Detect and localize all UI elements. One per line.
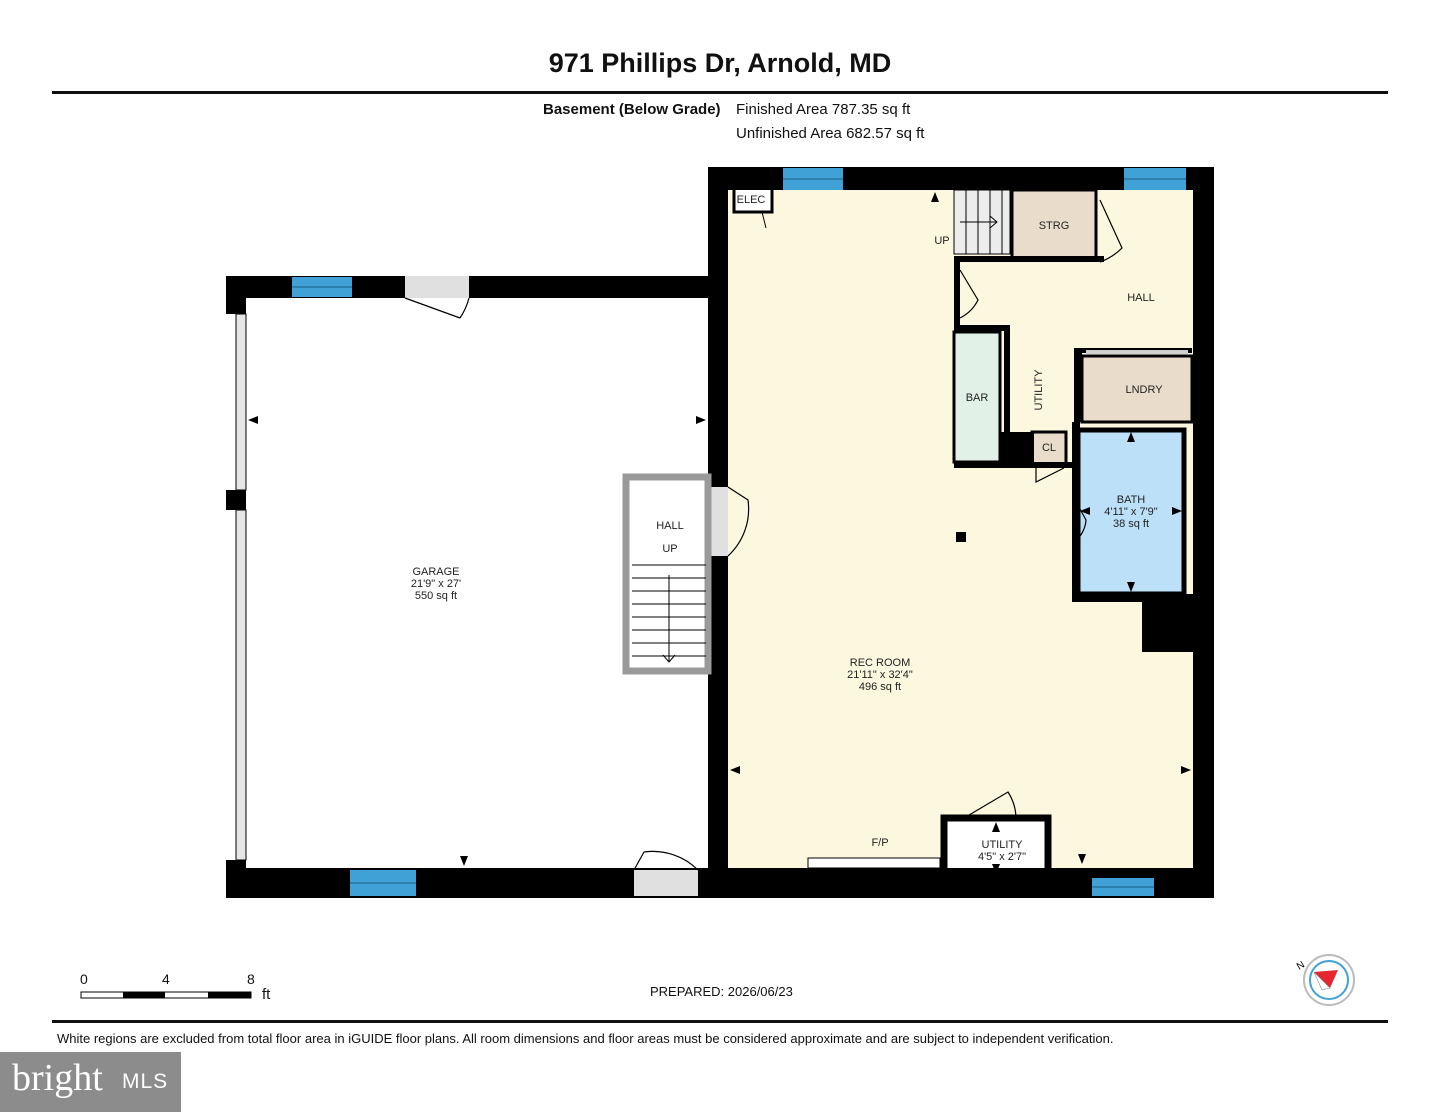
bath-name: BATH xyxy=(1117,494,1146,506)
logo-brand: bright xyxy=(12,1057,103,1099)
scale-tick-8: 8 xyxy=(247,971,255,987)
window-lines xyxy=(292,178,1186,888)
scale-unit: ft xyxy=(262,986,271,1003)
unfinished-area: Unfinished Area 682.57 sq ft xyxy=(736,125,925,142)
bath-area: 38 sq ft xyxy=(1113,518,1149,530)
garage-north-door xyxy=(405,276,469,298)
header-rule xyxy=(52,91,1388,94)
lndry-label: LNDRY xyxy=(1125,384,1163,396)
cl-door-swing xyxy=(1035,467,1065,483)
stair-treads-lower xyxy=(632,564,706,663)
elec-label: ELEC xyxy=(737,194,766,206)
footnote: White regions are excluded from total fl… xyxy=(57,1031,1114,1046)
fp-label: F/P xyxy=(871,837,888,849)
strg-label: STRG xyxy=(1039,220,1070,232)
garage-south-door-swing xyxy=(633,850,699,871)
hall-stair-label: HALL xyxy=(656,520,684,532)
garage-west-wall xyxy=(235,313,247,491)
garage-name: GARAGE xyxy=(412,566,459,578)
rec-room-dims: 21'11" x 32'4" xyxy=(847,669,913,681)
compass-icon xyxy=(1303,954,1355,1006)
laundry-bifold xyxy=(1086,350,1188,354)
utility-door-swing xyxy=(963,791,1017,819)
rec-room-name: REC ROOM xyxy=(850,657,911,669)
compass-label: N xyxy=(1295,959,1307,972)
floor-name: Basement (Below Grade) xyxy=(543,101,721,118)
garage-north-door-swing xyxy=(404,297,470,319)
stair-hall-box xyxy=(622,473,712,675)
storage-room xyxy=(1010,188,1098,262)
scale-tick-0: 0 xyxy=(80,971,88,987)
hall-door-swing xyxy=(959,269,979,319)
hall-upper-label: HALL xyxy=(1127,292,1155,304)
bath-door-swing xyxy=(1073,497,1087,543)
garage-area: 550 sq ft xyxy=(415,590,457,602)
stair-up-label: UP xyxy=(934,235,949,247)
fireplace xyxy=(807,857,941,869)
garage-dims: 21'9" x 27' xyxy=(411,578,461,590)
hall-stair-up: UP xyxy=(662,543,677,555)
bright-mls-logo: bright MLS xyxy=(0,1052,181,1112)
elec-door-swing xyxy=(740,211,767,229)
scale-tick-4: 4 xyxy=(162,971,170,987)
cl-label: CL xyxy=(1042,442,1056,454)
prepared-date: PREPARED: 2026/06/23 xyxy=(650,984,793,999)
utility-small-dims: 4'5" x 2'7" xyxy=(978,851,1026,863)
utility-vertical-label: UTILITY xyxy=(1033,369,1045,411)
strg-door-swing xyxy=(1099,199,1123,263)
garage-door-opening xyxy=(235,509,247,861)
scale-bar xyxy=(80,991,252,999)
bar-label: BAR xyxy=(966,392,989,404)
rec-west-door-swing xyxy=(727,486,750,557)
bath-dims: 4'11" x 7'9" xyxy=(1104,506,1157,518)
page-title: 971 Phillips Dr, Arnold, MD xyxy=(548,48,892,78)
footer-rule xyxy=(52,1020,1388,1023)
dimension-arrows xyxy=(248,192,1191,874)
utility-small-name: UTILITY xyxy=(982,839,1024,851)
finished-area: Finished Area 787.35 sq ft xyxy=(736,101,911,118)
garage-south-door xyxy=(634,870,698,896)
rec-west-door xyxy=(708,487,728,556)
rec-room-area: 496 sq ft xyxy=(859,681,901,693)
logo-suffix: MLS xyxy=(122,1070,169,1093)
stair-treads-upper xyxy=(960,190,1003,254)
